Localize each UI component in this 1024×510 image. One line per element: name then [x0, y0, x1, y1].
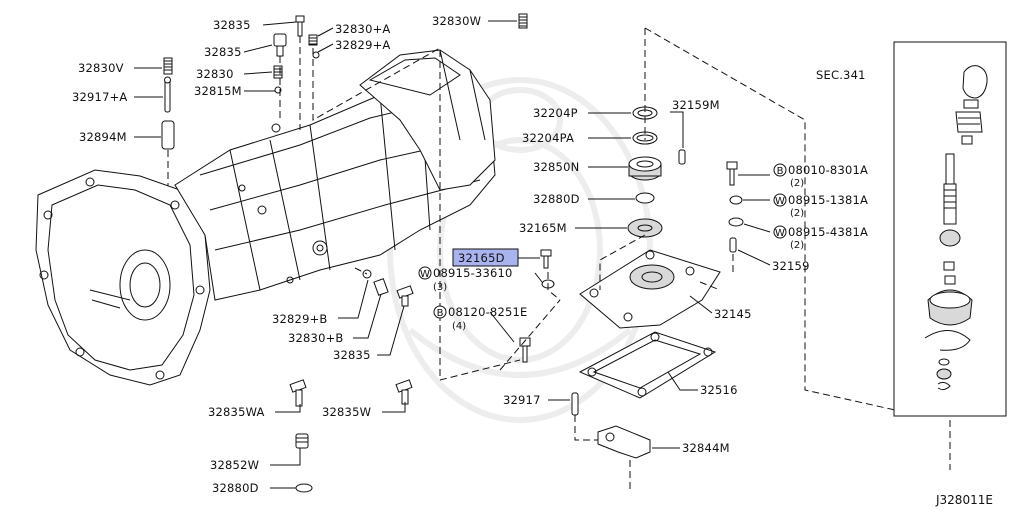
part-32516 [578, 331, 717, 399]
label-32145[interactable]: 32145 [714, 307, 752, 321]
part-32852W [295, 433, 309, 449]
label-32852W[interactable]: 32852W [210, 458, 259, 472]
part-washer-08915-4381A [728, 217, 744, 227]
shift-lever-assembly [924, 65, 988, 391]
washer-symbol-08915-33610: W [418, 266, 432, 280]
section-reference[interactable]: SEC.341 [816, 68, 866, 82]
part-bolt-08120-8251E [519, 337, 531, 363]
part-32829A [312, 51, 320, 59]
part-32835-b [273, 33, 287, 57]
qty-08915-4381A: (2) [790, 240, 804, 251]
qty-08915-33610: (3) [433, 282, 447, 293]
part-32850N [628, 156, 662, 181]
label-08010-8301A[interactable]: 08010-8301A [788, 163, 868, 177]
label-08915-4381A[interactable]: 08915-4381A [788, 225, 868, 239]
part-32165M [627, 218, 663, 238]
label-32830V[interactable]: 32830V [78, 61, 124, 75]
label-32165D[interactable]: 32165D [458, 251, 505, 265]
label-32165M[interactable]: 32165M [519, 221, 567, 235]
label-32829A[interactable]: 32829+A [335, 38, 391, 52]
part-32830B [373, 278, 389, 296]
figure-code: J328011E [935, 493, 993, 507]
part-32894M [161, 120, 175, 150]
label-32830[interactable]: 32830 [196, 67, 234, 81]
svg-text:W: W [420, 269, 430, 280]
part-bolt-08010-8301A [726, 161, 738, 186]
highlight-32165D [452, 248, 519, 267]
part-32830A [308, 34, 318, 46]
part-32159M [678, 149, 686, 165]
label-32159[interactable]: 32159 [772, 259, 810, 273]
label-32829B[interactable]: 32829+B [272, 312, 328, 326]
label-32204P[interactable]: 32204P [533, 106, 578, 120]
part-32880D-mid [635, 192, 655, 204]
label-32830B[interactable]: 32830+B [288, 331, 344, 345]
leader-lines [134, 20, 771, 489]
part-32880D-bot [295, 483, 313, 493]
part-32145 [579, 249, 721, 329]
part-32830V [163, 57, 173, 75]
svg-text:B: B [777, 166, 784, 177]
label-32516[interactable]: 32516 [700, 383, 738, 397]
label-32917A[interactable]: 32917+A [72, 90, 128, 104]
label-08915-33610[interactable]: 08915-33610 [433, 266, 513, 280]
bolt-symbol-08120-8251E: B [433, 305, 447, 319]
svg-text:B: B [437, 308, 444, 319]
label-32880D-mid[interactable]: 32880D [533, 192, 580, 206]
svg-text:W: W [775, 228, 785, 239]
label-32204PA[interactable]: 32204PA [522, 131, 574, 145]
washer-symbol-08915-1381A: W [773, 193, 787, 207]
part-32844M [597, 425, 651, 459]
label-08120-8251E[interactable]: 08120-8251E [448, 305, 527, 319]
part-32835-c [396, 285, 414, 307]
label-32815M[interactable]: 32815M [194, 84, 242, 98]
part-32165D [540, 249, 552, 269]
label-32844M[interactable]: 32844M [682, 441, 730, 455]
part-32835-top [295, 15, 305, 37]
svg-text:W: W [775, 196, 785, 207]
part-labels: 32835 32830+A 32829+A 32830W 32835 32830… [72, 14, 868, 495]
label-32159M[interactable]: 32159M [672, 98, 720, 112]
qty-08120-8251E: (4) [452, 321, 466, 332]
part-32830 [273, 65, 283, 79]
transmission-case [35, 49, 496, 386]
part-washer-08915-1381A [729, 195, 743, 205]
qty-08915-1381A: (2) [790, 208, 804, 219]
label-08915-1381A[interactable]: 08915-1381A [788, 193, 868, 207]
label-32850N[interactable]: 32850N [533, 160, 579, 174]
washer-symbol-08915-4381A: W [773, 225, 787, 239]
part-32835WA [289, 379, 307, 407]
label-32830A[interactable]: 32830+A [335, 22, 391, 36]
label-32894M[interactable]: 32894M [79, 130, 127, 144]
assembly-lines [167, 27, 951, 490]
bolt-symbol-08010-8301A: B [773, 163, 787, 177]
label-32835-c[interactable]: 32835 [333, 348, 371, 362]
part-32159 [729, 237, 737, 253]
part-32917 [571, 392, 579, 416]
qty-08010-8301A: (2) [790, 178, 804, 189]
part-32835W [395, 379, 413, 405]
label-32917[interactable]: 32917 [503, 393, 541, 407]
sec-341-box [893, 41, 1007, 417]
label-32830W[interactable]: 32830W [432, 14, 481, 28]
label-32835W[interactable]: 32835W [322, 405, 371, 419]
label-32835-top[interactable]: 32835 [213, 18, 251, 32]
label-32835-b[interactable]: 32835 [204, 45, 242, 59]
label-32835WA[interactable]: 32835WA [208, 405, 265, 419]
part-32830W [518, 13, 528, 29]
part-32917A [164, 76, 171, 113]
label-32880D-bot[interactable]: 32880D [212, 481, 259, 495]
